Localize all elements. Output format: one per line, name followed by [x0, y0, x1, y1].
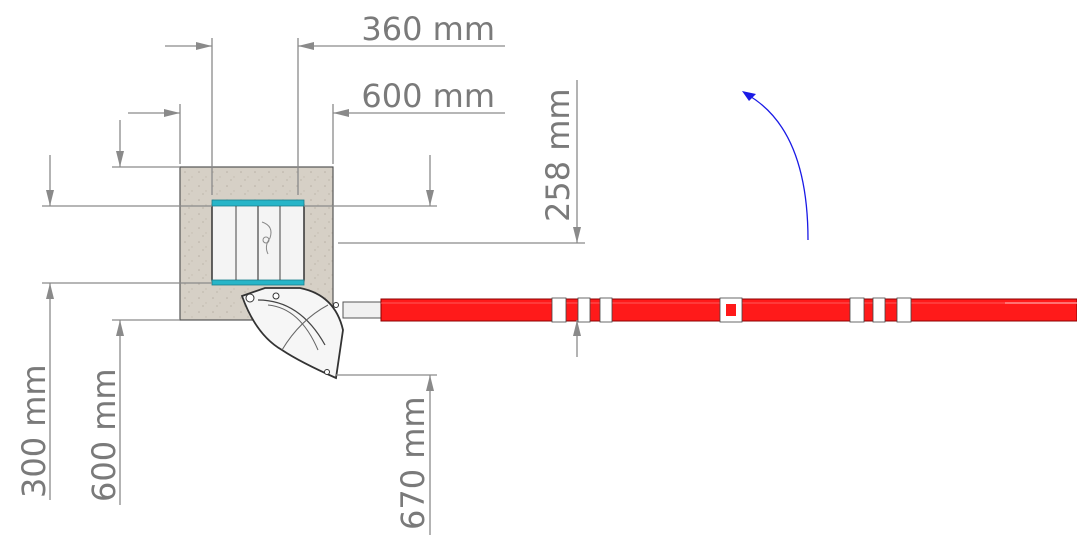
dimension-left-offset: 300 mm	[15, 155, 212, 500]
label-base-width: 600 mm	[361, 77, 495, 115]
cabinet-body	[211, 199, 305, 286]
dimension-base-width: 600 mm	[128, 77, 505, 164]
gear-housing	[240, 287, 344, 380]
curved-arrow-icon	[742, 91, 809, 241]
arm-connector	[342, 301, 382, 319]
dimension-base-height: 600 mm	[85, 120, 180, 505]
dimension-arm-offset: 258 mm	[338, 80, 585, 357]
label-base-height: 600 mm	[85, 368, 123, 502]
barrier-arm	[380, 297, 1077, 323]
dimension-top-width: 360 mm	[165, 10, 505, 195]
label-top-width: 360 mm	[361, 10, 495, 48]
label-bottom-depth: 670 mm	[394, 396, 432, 530]
label-left-offset: 300 mm	[15, 364, 53, 498]
label-arm-offset: 258 mm	[539, 88, 577, 222]
dimension-bottom-depth: 670 mm	[304, 155, 437, 535]
